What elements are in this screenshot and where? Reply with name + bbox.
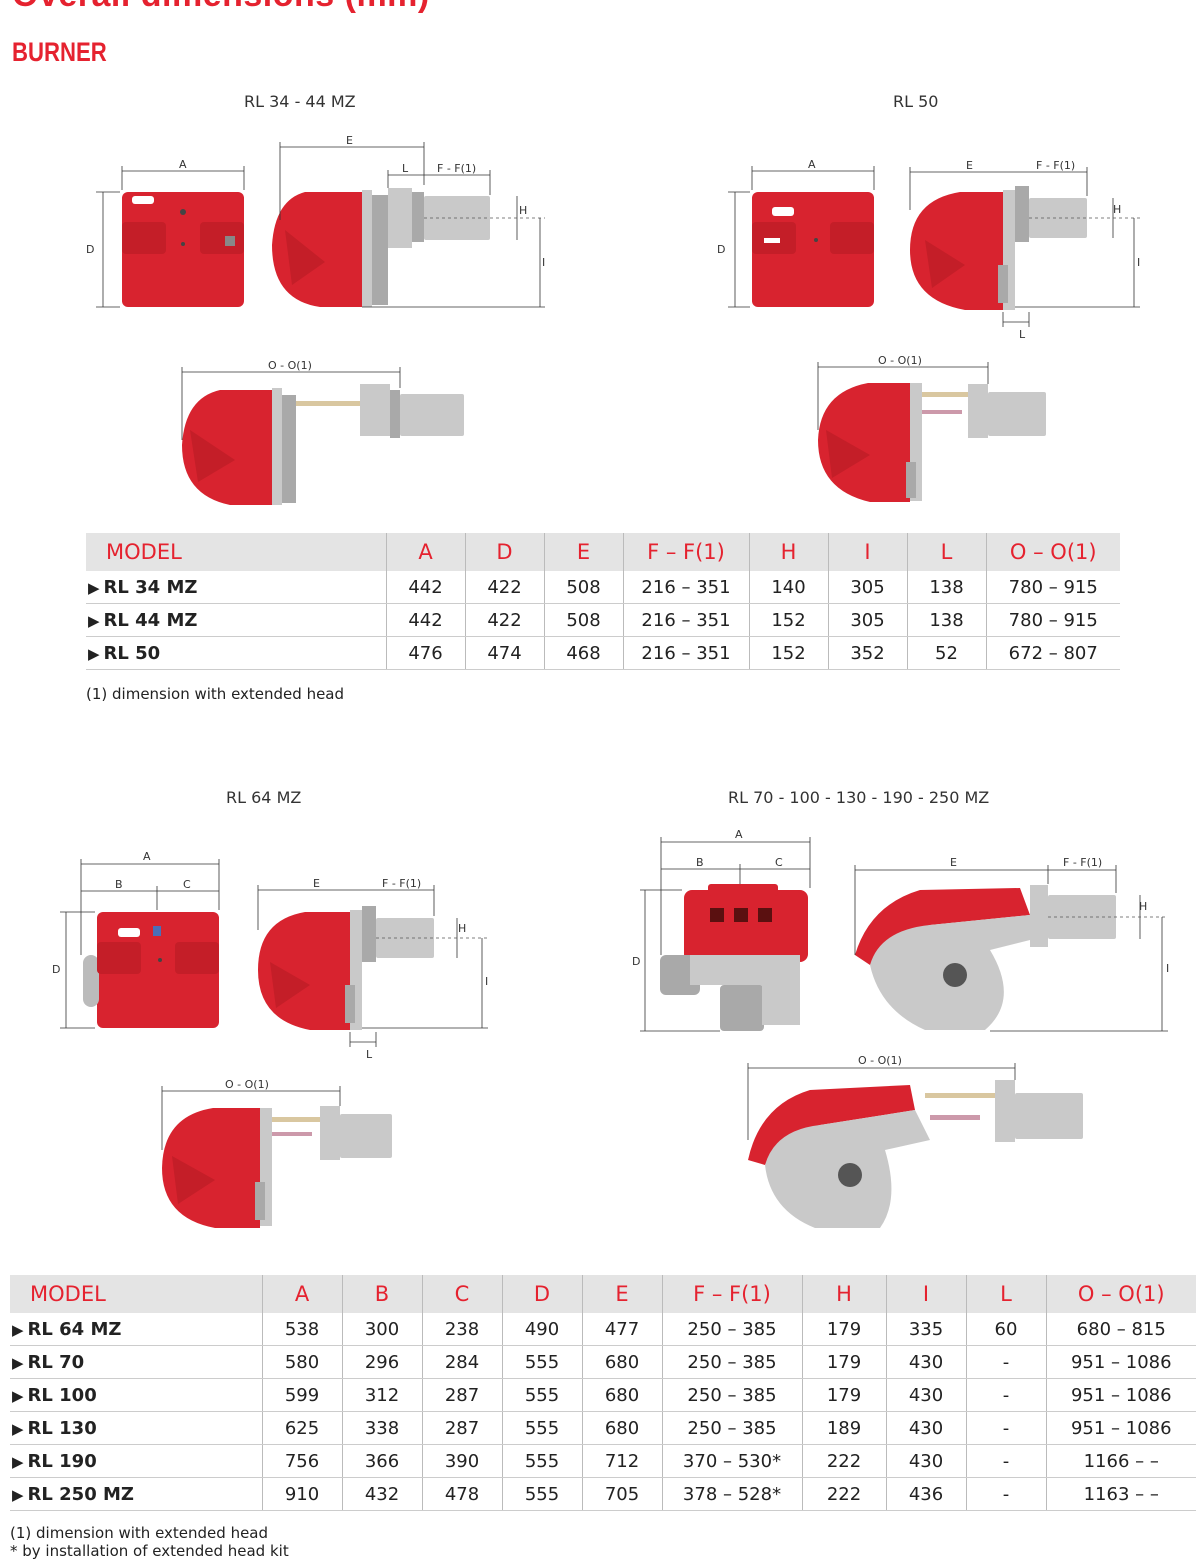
svg-text:O - O(1): O - O(1): [858, 1054, 902, 1067]
svg-text:D: D: [632, 955, 640, 968]
drawing-title-rl34-44: RL 34 - 44 MZ: [244, 92, 356, 111]
footnote-1: (1) dimension with extended head: [86, 685, 345, 703]
svg-text:A: A: [735, 828, 743, 841]
dim-label-a: A: [179, 158, 187, 171]
svg-text:B: B: [696, 856, 704, 869]
drawing-title-rl70-250: RL 70 - 100 - 130 - 190 - 250 MZ: [728, 788, 990, 807]
drawing-title-rl64: RL 64 MZ: [226, 788, 302, 807]
svg-text:I: I: [1166, 962, 1169, 975]
svg-text:O - O(1): O - O(1): [225, 1078, 269, 1091]
burner-drawing-rl64: A B C D E F - F(1) H I L O - O(1): [52, 850, 488, 1228]
svg-text:I: I: [485, 975, 488, 988]
burner-drawing-rl50-extended: O - O(1): [817, 354, 1046, 502]
burner-drawing-rl70-250: A B C D E F - F(1) H I O - O(1): [632, 828, 1169, 1228]
svg-text:F - F(1): F - F(1): [1036, 159, 1075, 172]
svg-text:L: L: [1019, 328, 1026, 341]
svg-text:C: C: [183, 878, 191, 891]
burner-drawing-rl34-44: A D E L F - F(1) H I O - O(1): [86, 134, 545, 505]
dim-label-l: L: [402, 162, 409, 175]
page-title: Overall dimensions (mm): [12, 0, 430, 15]
dim-label-o: O - O(1): [268, 359, 312, 372]
svg-text:E: E: [950, 856, 957, 869]
svg-text:C: C: [775, 856, 783, 869]
dim-label-i: I: [542, 256, 545, 269]
svg-text:H: H: [458, 922, 466, 935]
svg-text:E: E: [966, 159, 973, 172]
footnote-2b: * by installation of extended head kit: [10, 1542, 289, 1560]
svg-text:E: E: [313, 877, 320, 890]
svg-text:L: L: [366, 1048, 373, 1061]
svg-text:D: D: [52, 963, 60, 976]
dim-label-e: E: [346, 134, 353, 147]
drawing-title-rl50: RL 50: [893, 92, 939, 111]
burner-front-body: [122, 192, 244, 307]
svg-text:H: H: [1113, 203, 1121, 216]
svg-text:I: I: [1137, 256, 1140, 269]
svg-text:B: B: [115, 878, 123, 891]
svg-text:F - F(1): F - F(1): [382, 877, 421, 890]
svg-text:F - F(1): F - F(1): [1063, 856, 1102, 869]
burner-drawing-rl50: A D E F - F(1) H I L: [717, 158, 1140, 341]
dim-label-d: D: [86, 243, 94, 256]
dim-label-h: H: [519, 204, 527, 217]
dim-label-f: F - F(1): [437, 162, 476, 175]
section-title: BURNER: [12, 37, 107, 67]
svg-text:D: D: [717, 243, 725, 256]
burner-side-body: [272, 192, 362, 307]
footnote-2a: (1) dimension with extended head: [10, 1524, 269, 1542]
svg-text:A: A: [143, 850, 151, 863]
svg-text:H: H: [1139, 900, 1147, 913]
svg-text:O - O(1): O - O(1): [878, 354, 922, 367]
svg-text:A: A: [808, 158, 816, 171]
